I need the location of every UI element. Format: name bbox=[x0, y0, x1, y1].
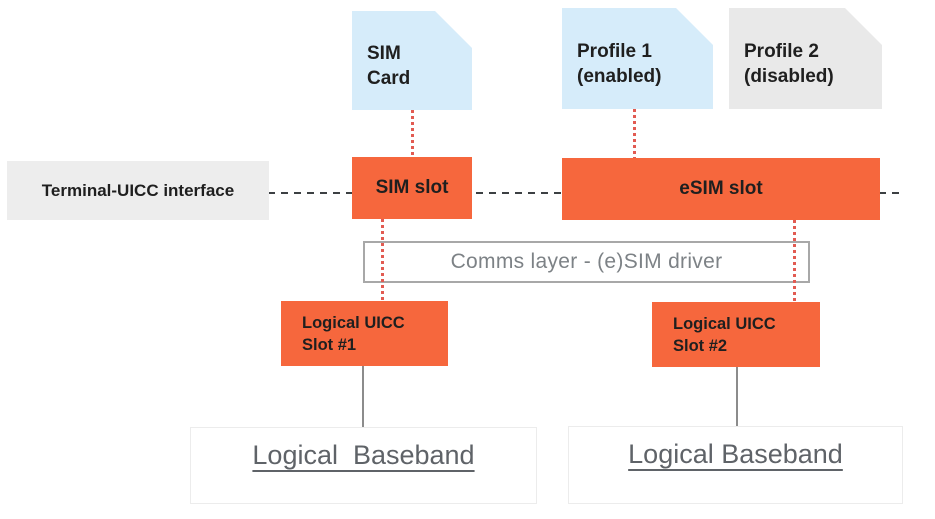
uicc-slot2-label-line2: Slot #2 bbox=[673, 336, 728, 355]
baseband1-label: Logical Baseband bbox=[252, 440, 475, 470]
sim-card-label-line2: Card bbox=[367, 67, 411, 89]
sim-card-label-line1: SIM bbox=[367, 42, 401, 64]
connector-uicc-slot1-to-baseband1 bbox=[362, 366, 364, 427]
uicc-slot2-label-line1: Logical UICC bbox=[673, 314, 776, 333]
profile1-label-line2: (enabled) bbox=[577, 65, 662, 87]
sim-card-node: SIM Card bbox=[352, 11, 472, 110]
terminal-uicc-interface-text: Terminal-UICC interface bbox=[41, 180, 235, 200]
profile1-label-line1: Profile 1 bbox=[577, 40, 652, 62]
baseband2-label: Logical Baseband bbox=[628, 439, 843, 469]
uicc-slot1-label-line1: Logical UICC bbox=[302, 313, 405, 332]
sim-slot-node: SIM slot bbox=[352, 157, 472, 219]
terminal-uicc-interface-label: Terminal-UICC interface bbox=[7, 161, 269, 220]
sim-slot-label: SIM slot bbox=[375, 177, 449, 198]
comms-layer-node: Comms layer - (e)SIM driver bbox=[363, 241, 810, 283]
profile1-node: Profile 1 (enabled) bbox=[562, 8, 713, 109]
esim-slot-label: eSIM slot bbox=[679, 178, 763, 199]
logical-baseband2-node: Logical Baseband bbox=[568, 426, 903, 504]
comms-layer-label: Comms layer - (e)SIM driver bbox=[450, 250, 723, 273]
esim-slot-node: eSIM slot bbox=[562, 158, 880, 220]
connector-profile1-to-esim-slot bbox=[633, 109, 636, 158]
profile2-node: Profile 2 (disabled) bbox=[729, 8, 882, 109]
logical-uicc-slot2-node: Logical UICC Slot #2 bbox=[652, 302, 820, 367]
logical-baseband1-node: Logical Baseband bbox=[190, 427, 537, 504]
profile2-label-line2: (disabled) bbox=[744, 65, 834, 87]
connector-sim-card-to-sim-slot bbox=[411, 110, 414, 157]
logical-uicc-slot1-node: Logical UICC Slot #1 bbox=[281, 301, 448, 366]
uicc-slot1-label-line2: Slot #1 bbox=[302, 335, 357, 354]
connector-sim-slot-to-uicc-slot1 bbox=[381, 219, 384, 301]
connector-uicc-slot2-to-baseband2 bbox=[736, 367, 738, 427]
connector-esim-slot-to-uicc-slot2 bbox=[793, 220, 796, 302]
profile2-label-line1: Profile 2 bbox=[744, 40, 819, 62]
